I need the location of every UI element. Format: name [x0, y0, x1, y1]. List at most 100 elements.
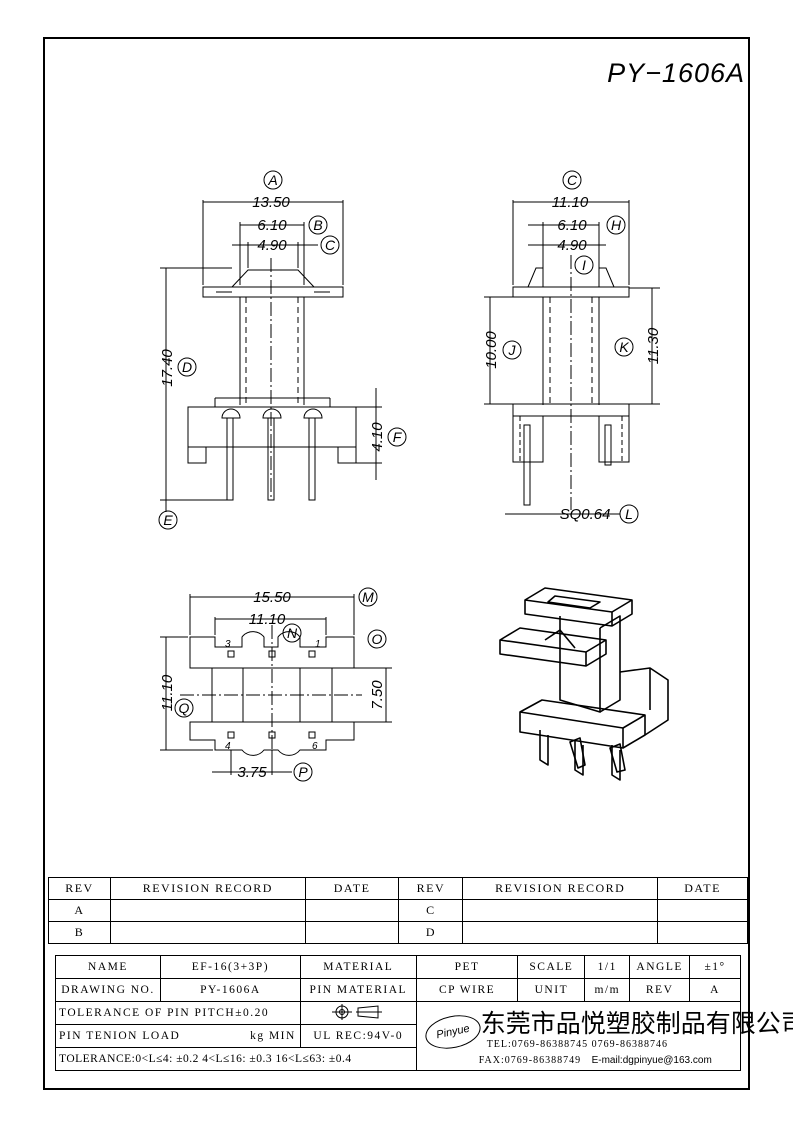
side-callout-c: C	[567, 172, 578, 188]
drawing-sheet	[43, 37, 750, 1090]
top-callout-o: O	[372, 631, 383, 647]
pin-tension-cell: PIN TENION LOAD kg MIN	[55, 1024, 301, 1048]
top-dim-n: 11.10	[249, 611, 286, 628]
rev-row-a-date	[304, 899, 400, 922]
side-callout-i: I	[582, 257, 586, 273]
pin-pitch-tolerance: TOLERANCE OF PIN PITCH±0.20	[55, 1001, 301, 1025]
side-callout-l: L	[625, 506, 633, 522]
material-value: PET	[415, 955, 519, 979]
front-dim-f: 4.10	[369, 422, 386, 452]
front-top-chamfer	[231, 269, 315, 288]
pinyue-logo: Pinyue	[421, 1010, 484, 1054]
pin-tension-label: PIN TENION LOAD	[59, 1030, 181, 1042]
rev-label: REV	[629, 978, 691, 1002]
rev-row-b-record	[109, 921, 306, 944]
side-callout-j: J	[508, 342, 517, 358]
rev-header: REV	[48, 877, 111, 900]
pin-tension-unit: kg MIN	[250, 1030, 296, 1042]
front-top-flange	[202, 286, 344, 298]
rev-value: A	[689, 978, 741, 1002]
company-email: E-mail:dgpinyue@163.com	[591, 1055, 712, 1066]
front-callout-c: C	[325, 237, 336, 253]
front-dim-b: 6.10	[257, 217, 287, 234]
side-dim-l: SQ0.64	[560, 506, 611, 523]
front-dim-a: 13.50	[252, 194, 290, 211]
ul-rec: UL REC:94V-0	[299, 1024, 417, 1048]
company-fax-email: FAX:0769-86388749 E-mail:dgpinyue@163.co…	[479, 1055, 712, 1066]
front-callout-f: F	[393, 429, 403, 445]
company-tel: TEL:0769-86388745 0769-86388746	[486, 1039, 668, 1050]
pin-label-3: 3	[225, 639, 231, 650]
pin-label-1: 1	[315, 639, 321, 650]
angle-value: ±1°	[689, 955, 741, 979]
top-dim-p: 3.75	[237, 764, 267, 781]
general-tolerance: TOLERANCE:0<L≤4: ±0.2 4<L≤16: ±0.3 16<L≤…	[55, 1047, 417, 1071]
top-callout-n: N	[287, 625, 298, 641]
scale-value: 1/1	[584, 955, 631, 979]
rev-row-b-date	[304, 921, 400, 944]
top-dim-v: 7.50	[369, 680, 386, 710]
top-view	[160, 587, 392, 782]
side-dim-c: 11.10	[552, 194, 589, 211]
drawing-number: PY−1606A	[607, 58, 745, 88]
front-view	[158, 170, 407, 530]
pin-label-4: 4	[225, 741, 231, 752]
top-dim-m: 15.50	[253, 589, 291, 606]
rev-row-c: C	[398, 899, 464, 922]
pin-material-label: PIN MATERIAL	[299, 978, 417, 1002]
front-base	[187, 406, 357, 448]
pin-material-value: CP WIRE	[415, 978, 519, 1002]
pin-label-6: 6	[312, 741, 318, 752]
side-dim-i: 4.90	[557, 237, 587, 254]
rev-row-c-record	[462, 899, 659, 922]
scale-label: SCALE	[517, 955, 586, 979]
top-upper-flange	[189, 631, 355, 669]
angle-label: ANGLE	[629, 955, 691, 979]
company-block: Pinyue 东莞市品悦塑胶制品有限公司 TEL:0769-86388745 0…	[415, 1001, 793, 1071]
company-name: 东莞市品悦塑胶制品有限公司	[480, 1009, 793, 1038]
rev-row-d-record	[462, 921, 659, 944]
front-callout-a: A	[267, 172, 277, 188]
isometric-view	[499, 587, 669, 781]
side-callout-h: H	[611, 217, 622, 233]
side-dim-h: 6.10	[557, 217, 587, 234]
rev-row-a: A	[48, 899, 111, 922]
revision-record-header-2: REVISION RECORD	[462, 877, 659, 900]
revision-table: REV REVISION RECORD DATE REV REVISION RE…	[48, 877, 748, 944]
front-dim-c: 4.90	[257, 237, 287, 254]
top-callout-q: Q	[179, 700, 190, 716]
title-block: NAME EF-16(3+3P) MATERIAL PET SCALE 1/1 …	[55, 955, 793, 1071]
name-label: NAME	[55, 955, 161, 979]
projection-symbol-cell	[299, 1001, 417, 1025]
rev-row-d: D	[398, 921, 464, 944]
revision-record-header: REVISION RECORD	[109, 877, 306, 900]
top-dim-q: 11.10	[159, 674, 176, 711]
front-callout-e: E	[163, 512, 173, 528]
third-angle-projection-icon	[332, 1003, 383, 1020]
rev-row-c-date	[657, 899, 748, 922]
front-dim-d: 17.40	[159, 349, 176, 387]
side-dim-k: 11.30	[645, 327, 662, 364]
front-callout-b: B	[313, 217, 322, 233]
date-header: DATE	[304, 877, 400, 900]
material-label: MATERIAL	[299, 955, 417, 979]
rev-row-b: B	[48, 921, 111, 944]
drawing-no-label: DRAWING NO.	[55, 978, 161, 1002]
date-header-2: DATE	[657, 877, 748, 900]
company-fax: FAX:0769-86388749	[478, 1055, 582, 1066]
rev-header-2: REV	[398, 877, 464, 900]
side-callout-k: K	[619, 339, 629, 355]
side-base-top	[512, 403, 630, 417]
unit-value: m/m	[584, 978, 631, 1002]
drawing-no-value: PY-1606A	[159, 978, 301, 1002]
name-value: EF-16(3+3P)	[159, 955, 301, 979]
side-view	[484, 170, 660, 524]
rev-row-d-date	[657, 921, 748, 944]
unit-label: UNIT	[517, 978, 586, 1002]
rev-row-a-record	[109, 899, 306, 922]
top-callout-m: M	[362, 589, 374, 605]
top-callout-p: P	[298, 764, 308, 780]
top-lower-flange	[189, 721, 355, 756]
side-dim-j: 10.00	[483, 331, 500, 369]
